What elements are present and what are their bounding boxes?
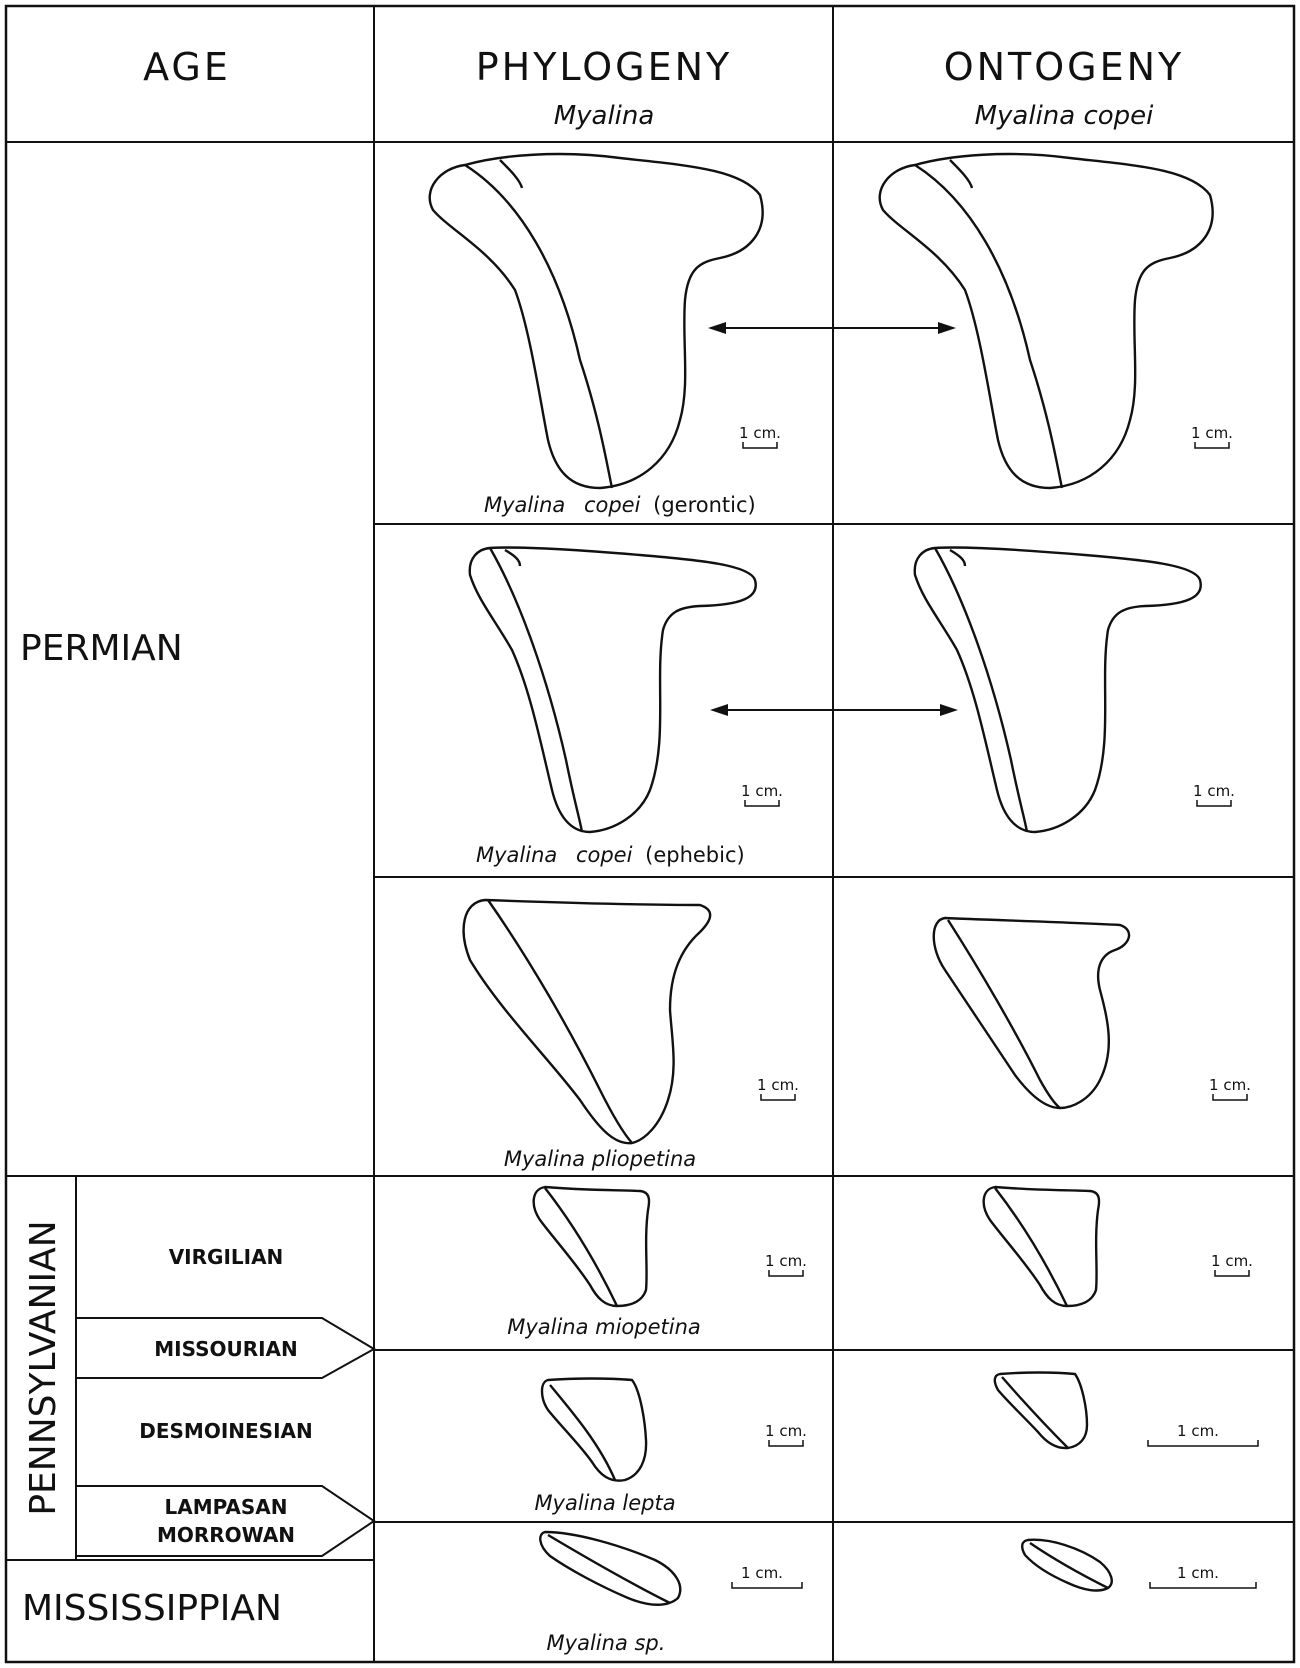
shell-pliopetina-phylogeny [462, 898, 712, 1145]
scale-bar: 1 cm. [765, 1252, 807, 1277]
period-pennsylvanian: PENNSYLVANIAN [23, 1220, 64, 1515]
shell-sp-ontogeny [1020, 1538, 1113, 1592]
svg-text:1 cm.: 1 cm. [1177, 1422, 1219, 1440]
correspondence-arrow-2 [710, 704, 958, 716]
svg-text:1 cm.: 1 cm. [741, 1564, 783, 1582]
period-mississippian: MISSISSIPPIAN [22, 1588, 282, 1629]
shell-lepta-phylogeny [540, 1377, 648, 1482]
shell-miopetina-phylogeny [532, 1185, 651, 1308]
phylogeny-taxon: Myalina [554, 101, 655, 131]
svg-text:1 cm.: 1 cm. [741, 782, 783, 800]
scale-bar: 1 cm. [741, 782, 783, 807]
ontogeny-taxon: Myalina copei [975, 101, 1155, 131]
stage-morrowan: MORROWAN [157, 1523, 295, 1547]
shell-copei-gerontic-ontogeny [878, 152, 1214, 490]
correspondence-arrow-1 [708, 322, 956, 334]
caption-sp: Myalina sp. [547, 1631, 666, 1655]
svg-text:1 cm.: 1 cm. [1191, 424, 1233, 442]
svg-text:1 cm.: 1 cm. [1193, 782, 1235, 800]
scale-bar: 1 cm. [757, 1076, 799, 1101]
svg-text:1 cm.: 1 cm. [765, 1252, 807, 1270]
svg-text:1 cm.: 1 cm. [765, 1422, 807, 1440]
scale-bar: 1 cm. [739, 424, 781, 449]
scale-bar: 1 cm. [1149, 1564, 1257, 1589]
scale-bar: 1 cm. [765, 1422, 807, 1447]
svg-text:1 cm.: 1 cm. [739, 424, 781, 442]
svg-text:1 cm.: 1 cm. [1211, 1252, 1253, 1270]
shell-sp-phylogeny [539, 1530, 682, 1606]
svg-text:1 cm.: 1 cm. [1177, 1564, 1219, 1582]
phylogeny-header: PHYLOGENY [476, 45, 733, 89]
caption-lepta: Myalina lepta [534, 1491, 675, 1515]
shell-lepta-ontogeny [993, 1371, 1089, 1450]
scale-bar: 1 cm. [731, 1564, 803, 1589]
period-permian: PERMIAN [20, 628, 183, 669]
scale-bar: 1 cm. [1193, 782, 1235, 807]
scale-bar: 1 cm. [1147, 1422, 1259, 1447]
stage-virgilian: VIRGILIAN [169, 1245, 284, 1269]
caption-copei-ephebic: Myalina copei (ephebic) [476, 843, 745, 867]
shell-miopetina-ontogeny [982, 1185, 1101, 1308]
shell-pliopetina-ontogeny [932, 916, 1131, 1110]
svg-text:1 cm.: 1 cm. [757, 1076, 799, 1094]
shell-copei-ephebic-ontogeny [913, 546, 1202, 834]
age-header: AGE [143, 45, 231, 89]
stage-desmoinesian: DESMOINESIAN [139, 1419, 312, 1443]
caption-miopetina: Myalina miopetina [507, 1315, 701, 1339]
shell-copei-ephebic-phylogeny [468, 546, 757, 834]
table-grid [4, 4, 1296, 1664]
caption-pliopetina: Myalina pliopetina [504, 1147, 696, 1171]
scale-bar: 1 cm. [1211, 1252, 1253, 1277]
scale-bar: 1 cm. [1191, 424, 1233, 449]
shell-copei-gerontic-phylogeny [428, 152, 764, 490]
stage-missourian: MISSOURIAN [154, 1337, 298, 1361]
stage-lampasan: LAMPASAN [164, 1495, 287, 1519]
caption-copei-gerontic: Myalina copei (gerontic) [484, 493, 756, 517]
svg-text:1 cm.: 1 cm. [1209, 1076, 1251, 1094]
scale-bar: 1 cm. [1209, 1076, 1251, 1101]
ontogeny-header: ONTOGENY [944, 45, 1185, 89]
